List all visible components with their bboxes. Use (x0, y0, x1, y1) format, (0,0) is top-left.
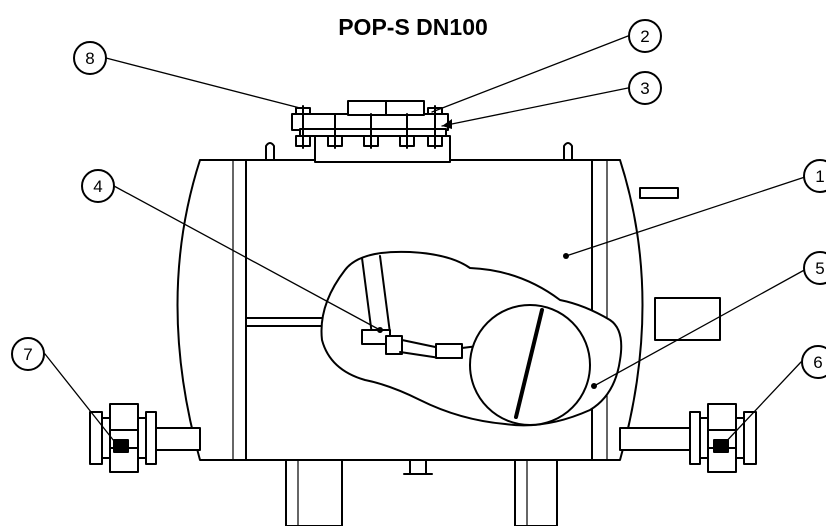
right-flange (619, 403, 757, 473)
callout-2: 2 (640, 27, 649, 46)
callout-7: 7 (23, 345, 32, 364)
float-mechanism (361, 255, 479, 359)
callout-3: 3 (640, 79, 649, 98)
top-flange (291, 100, 451, 163)
callout-6: 6 (813, 353, 822, 372)
callout-4: 4 (93, 177, 102, 196)
left-flange (89, 403, 201, 473)
callout-5: 5 (815, 259, 824, 278)
callout-bubbles (11, 19, 826, 379)
callout-8: 8 (85, 49, 94, 68)
callout-1: 1 (815, 167, 824, 186)
drawing-title: POP-S DN100 (338, 14, 488, 40)
